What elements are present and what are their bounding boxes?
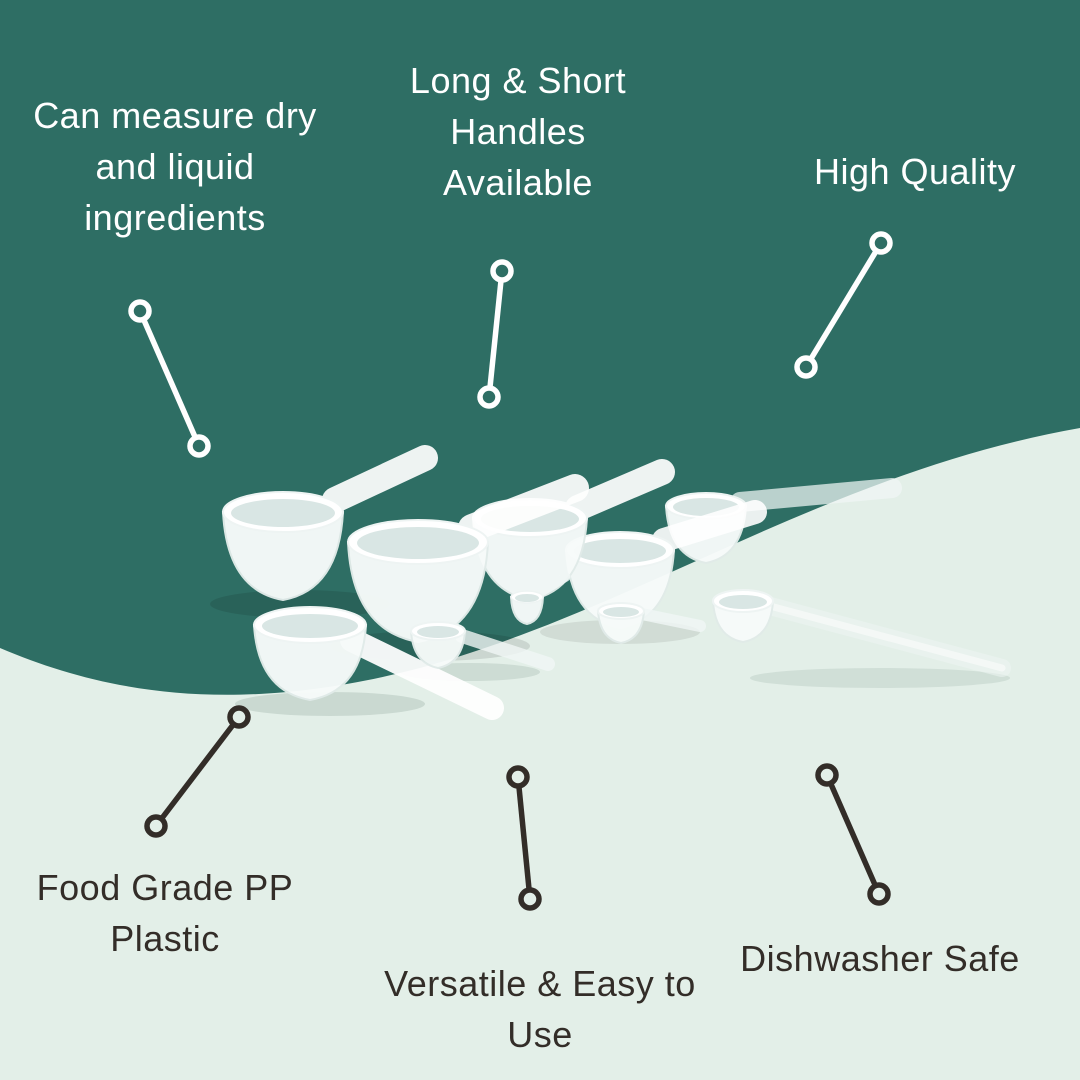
callout-measure: Can measure dry and liquid ingredients [33, 95, 317, 239]
scoop-large-left [221, 445, 438, 602]
scoop-bottom-left [252, 606, 504, 720]
scoop-large-center [346, 474, 589, 644]
spoon-small-left [409, 621, 555, 671]
callout-food-grade: Food Grade PP Plastic [36, 867, 294, 960]
connector-food-grade [144, 705, 251, 838]
connector-quality [794, 231, 893, 379]
connector-measure [128, 299, 211, 458]
callout-handles: Long & Short Handles Available [409, 60, 627, 204]
callout-quality: High Quality [813, 151, 1017, 192]
connector-versatile [506, 765, 542, 911]
connector-handles [477, 259, 514, 409]
connector-dishwasher [815, 763, 891, 906]
callout-versatile: Versatile & Easy to Use [384, 963, 696, 1056]
spoon-tiny [509, 572, 571, 626]
spoon-long-handle-right [711, 589, 1011, 677]
callout-dishwasher: Dishwasher Safe [740, 938, 1020, 979]
spoon-small-center [596, 602, 706, 645]
